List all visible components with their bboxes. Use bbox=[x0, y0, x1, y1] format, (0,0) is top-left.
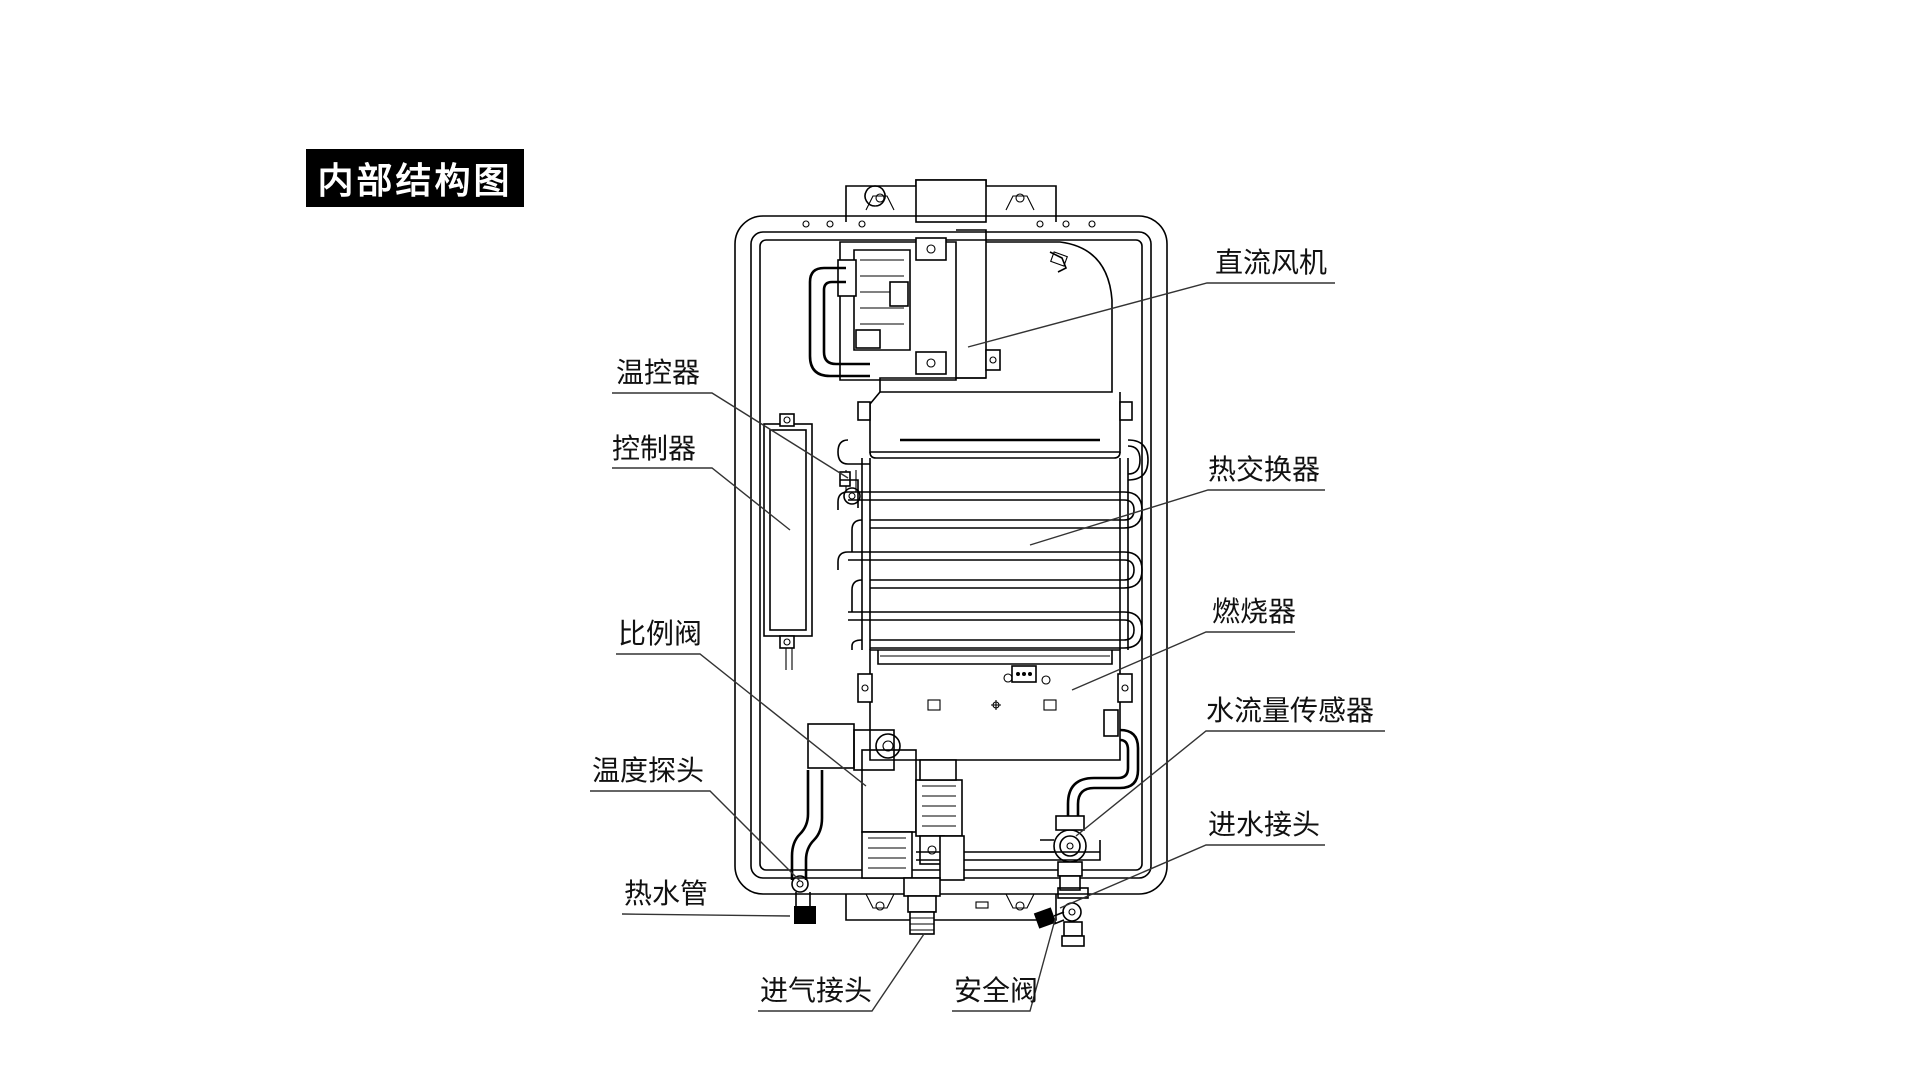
top-mounting-bracket bbox=[845, 179, 1057, 223]
label-fan: 直流风机 bbox=[1215, 246, 1327, 279]
thermostat bbox=[839, 471, 861, 508]
label-water-inlet: 进水接头 bbox=[1208, 808, 1320, 841]
controller bbox=[763, 413, 813, 670]
label-safety-valve: 安全阀 bbox=[954, 974, 1038, 1007]
label-temp-probe: 温度探头 bbox=[592, 754, 704, 787]
dc-fan bbox=[808, 229, 1113, 393]
leader-lines bbox=[590, 282, 1385, 1012]
gas-inlet-connector bbox=[903, 877, 941, 935]
title-box: 内部结构图 bbox=[306, 149, 524, 207]
label-proportional-valve: 比例阀 bbox=[618, 617, 702, 650]
label-thermostat: 温控器 bbox=[616, 356, 700, 389]
burner bbox=[857, 649, 1133, 761]
label-flow-sensor: 水流量传感器 bbox=[1206, 694, 1374, 727]
label-controller: 控制器 bbox=[612, 432, 696, 465]
flue-hood bbox=[857, 391, 1149, 481]
heat-exchanger bbox=[837, 439, 1143, 650]
bottom-mounting-bracket bbox=[845, 893, 1057, 921]
casing-holes bbox=[802, 220, 1096, 228]
safety-valve bbox=[1033, 907, 1065, 929]
label-burner: 燃烧器 bbox=[1212, 595, 1296, 628]
label-heat-exchanger: 热交换器 bbox=[1208, 453, 1320, 486]
water-flow-sensor bbox=[1040, 728, 1140, 891]
label-hot-water-pipe: 热水管 bbox=[624, 877, 708, 910]
label-gas-inlet: 进气接头 bbox=[760, 974, 872, 1007]
hot-water-pipe-route bbox=[790, 770, 824, 924]
water-inlet-connector bbox=[1057, 887, 1089, 947]
diagram-title: 内部结构图 bbox=[317, 161, 513, 202]
proportional-valve bbox=[807, 723, 1101, 881]
